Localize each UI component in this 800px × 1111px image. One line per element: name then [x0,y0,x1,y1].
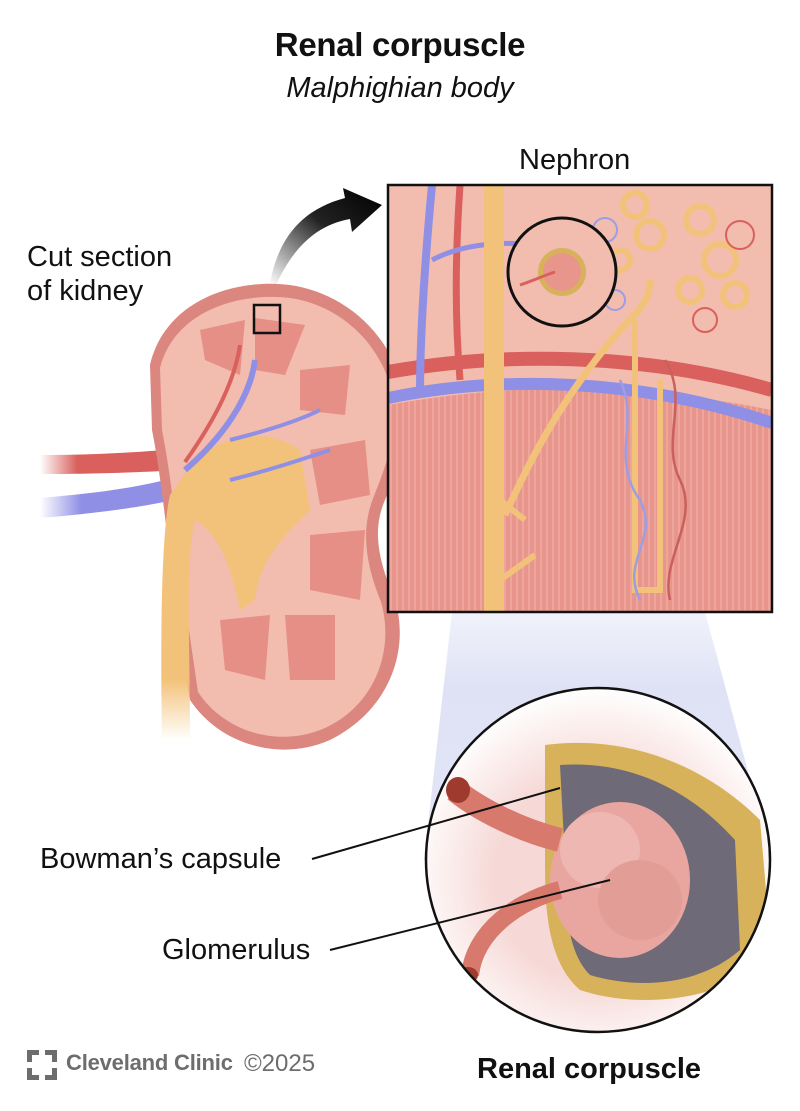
kidney-illustration [40,283,407,750]
selection-box [252,303,282,335]
page-subtitle: Malphighian body [286,72,514,104]
kidney-section-label-line1: Cut section [27,241,173,273]
page-title: Renal corpuscle [274,26,526,63]
nephron-label: Nephron [519,144,631,176]
zoom-arrow-icon [270,188,382,285]
glomerulus-leader-line [329,879,611,951]
copyright: ©2025 [244,1050,316,1077]
kidney-section-label: Cut section of kidney [27,240,172,308]
nephron-illustration [386,183,774,614]
cleveland-clinic-logo-icon [27,1050,57,1080]
brand-name: Cleveland Clinic [66,1050,233,1075]
bowmans-capsule-leader-line [311,787,561,860]
glomerulus-label: Glomerulus [162,934,311,966]
bowmans-capsule-label: Bowman’s capsule [40,843,282,875]
renal-corpuscle-closeup [424,686,772,1034]
renal-corpuscle-label: Renal corpuscle [477,1053,702,1085]
kidney-section-label-line2: of kidney [27,275,144,307]
